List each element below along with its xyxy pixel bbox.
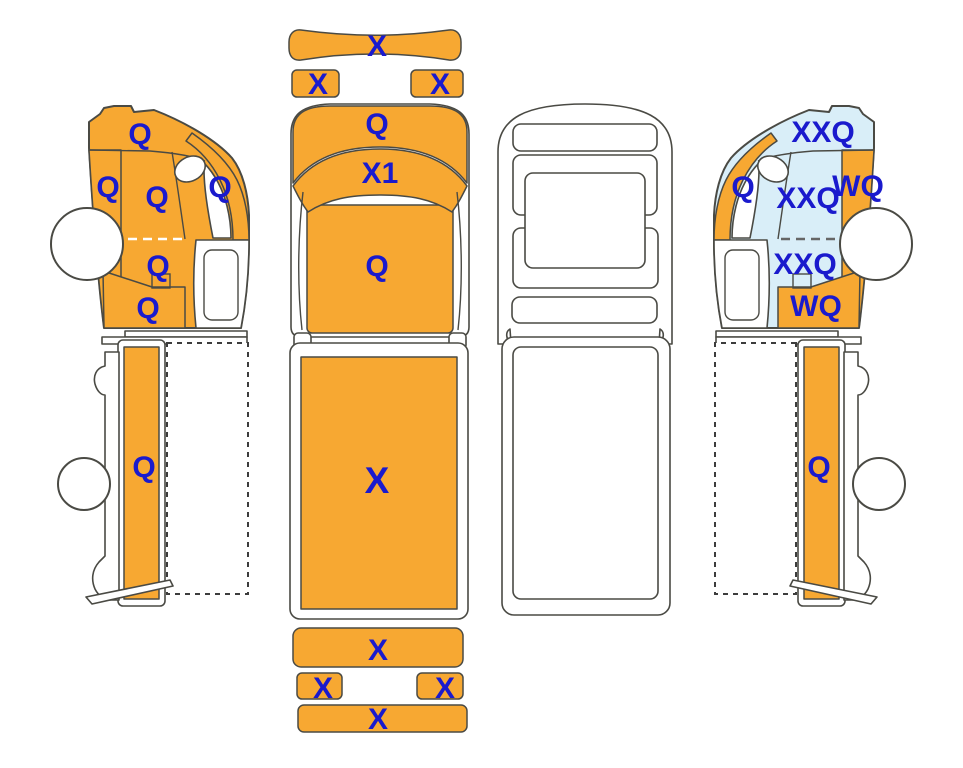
- damage-code-windshield: X1: [362, 157, 399, 190]
- top-front-view: [288, 29, 470, 733]
- cab-rear-roof-strip: [512, 123, 658, 152]
- mud-flap: [789, 579, 878, 605]
- mud-flap: [85, 579, 174, 605]
- bed-front-rail-top: [715, 330, 839, 338]
- rocker-panel: [102, 270, 186, 329]
- cab-front-lower-inner: [724, 249, 760, 321]
- damage-code-right-pillar: Q: [731, 171, 754, 204]
- damage-code-left-roof: Q: [128, 118, 151, 151]
- damage-code-left-bed-side: Q: [132, 451, 155, 484]
- front-bumper-right-piece: [410, 69, 464, 98]
- left-side-view: [50, 105, 250, 607]
- bed-front-rail-top: [124, 330, 248, 338]
- damage-code-right-door-lower: XXQ: [773, 248, 836, 281]
- damage-code-right-roof: XXQ: [791, 116, 854, 149]
- front-bumper-top-strip: [288, 29, 462, 61]
- damage-code-roof: Q: [365, 250, 388, 283]
- front-bumper-left-piece: [291, 69, 340, 98]
- damage-code-right-bed-side: Q: [807, 451, 830, 484]
- rear-view: [497, 103, 673, 616]
- bed-side-strip: [123, 346, 160, 600]
- door-edge-line: [171, 151, 186, 240]
- cab-front-lower-inner: [203, 249, 239, 321]
- bed-dashed-outline: [714, 342, 797, 595]
- damage-code-rear-bumper-bottom: X: [368, 703, 388, 736]
- damage-code-rear-bumper-left: X: [313, 672, 333, 705]
- mirror: [756, 155, 790, 183]
- damage-code-rear-bumper-top: X: [368, 634, 388, 667]
- cab-rear-lower-strip: [511, 296, 658, 324]
- right-side-view: [713, 105, 913, 607]
- damage-code-labels: Q Q Q Q Q Q Q X X X Q X1 Q X X X X X XXQ…: [96, 30, 884, 736]
- cab-front-lower: [713, 239, 771, 329]
- damage-code-front-bumper-left: X: [308, 68, 328, 101]
- damage-code-front-bumper-right: X: [430, 68, 450, 101]
- damage-code-left-rear-panel: Q: [96, 171, 119, 204]
- mirror: [173, 155, 207, 183]
- cab-side-sliver-right: [456, 191, 462, 331]
- door-notch: [792, 273, 812, 289]
- rear-bumper-left-piece: [296, 672, 343, 700]
- door-window: [731, 162, 760, 239]
- damage-code-left-door: Q: [145, 181, 168, 214]
- cab-side-sliver-left: [298, 191, 304, 331]
- cab-front-lower: [192, 239, 250, 329]
- windshield: [292, 148, 468, 213]
- cab-front-panel: [292, 105, 468, 184]
- rocker-panel: [777, 270, 861, 329]
- damage-code-bed-floor: X: [365, 460, 390, 501]
- front-wheel: [50, 207, 124, 281]
- door-notch: [151, 273, 171, 289]
- bed-dashed-outline: [166, 342, 249, 595]
- rear-bumper-bottom-strip: [297, 704, 468, 733]
- damage-code-cab-front: Q: [365, 108, 388, 141]
- rear-wheel: [852, 457, 906, 511]
- damage-code-rear-bumper-right: X: [435, 672, 455, 705]
- damage-code-front-bumper-top: X: [367, 30, 387, 63]
- damage-code-right-door: XXQ: [776, 182, 839, 215]
- damage-code-right-rocker: WQ: [790, 290, 842, 323]
- damage-code-left-rocker: Q: [136, 292, 159, 325]
- rear-bumper-right-piece: [416, 672, 464, 700]
- damage-code-left-door-lower: Q: [146, 250, 169, 283]
- bed-floor: [300, 356, 458, 610]
- bed-side-strip: [803, 346, 840, 600]
- rear-window: [524, 172, 646, 269]
- door-edge-line: [777, 151, 792, 240]
- front-wheel: [839, 207, 913, 281]
- damage-code-left-pillar: Q: [208, 171, 231, 204]
- rear-bumper-top-strip: [292, 627, 464, 668]
- tailgate-panel: [512, 346, 659, 600]
- damage-code-right-rear-panel: WQ: [832, 170, 884, 203]
- cab-roof-panel: [306, 204, 454, 334]
- rear-wheel: [57, 457, 111, 511]
- door-window: [203, 162, 232, 239]
